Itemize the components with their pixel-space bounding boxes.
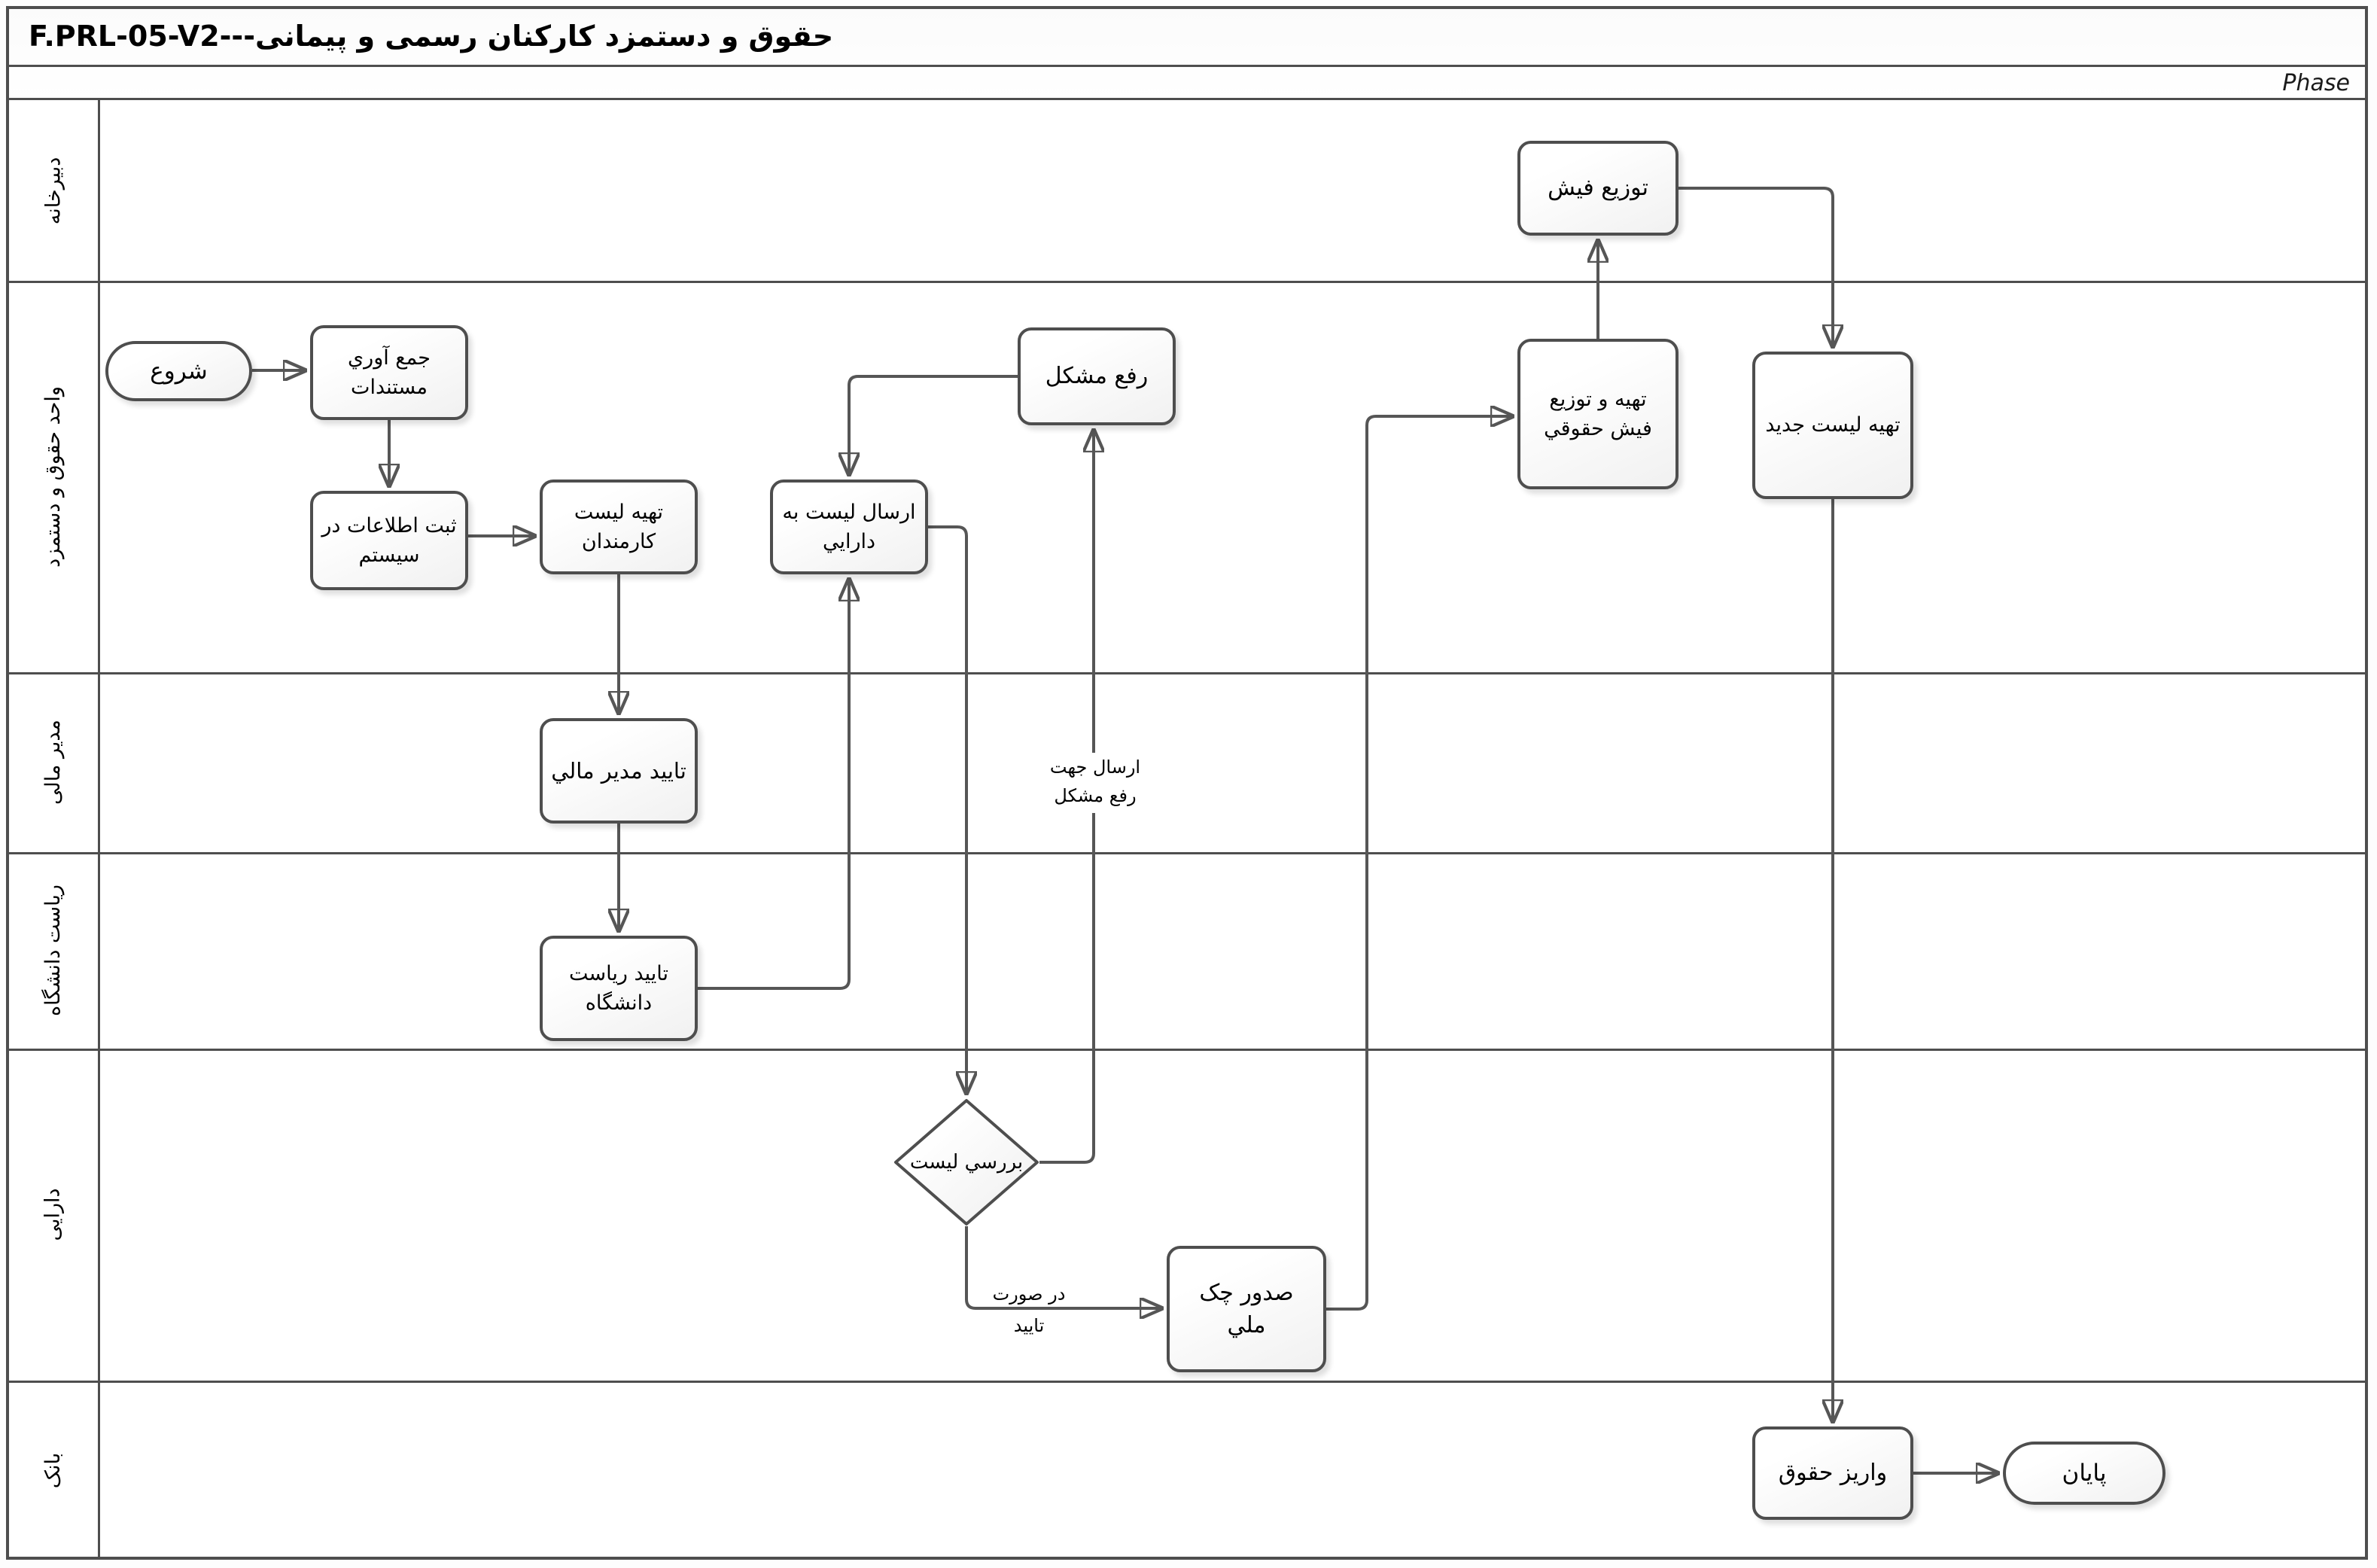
lane-separator-1 [6,281,2368,283]
node-deposit-salary: واريز حقوق [1752,1426,1913,1520]
lane-separator-4 [6,1049,2368,1051]
node-collect-documents: جمع آوري مستندات [310,325,468,420]
diamond-label: بررسي ليست [909,1151,1024,1174]
phase-separator [6,98,2368,100]
node-finance-manager-approval: تاييد مدير مالي [540,718,698,824]
node-university-presidency-approval: تاييد رياست دانشگاه [540,936,698,1041]
node-fix-problem: رفع مشکل [1018,327,1176,425]
node-distribute-payslip: توزيع فيش [1517,141,1679,236]
page-title: حقوق و دستمزد کارکنان رسمی و پیمانی---F.… [29,20,834,53]
node-prepare-distribute-payslip: تهيه و توزيع فيش حقوقي [1517,339,1679,489]
diamond-shape [894,1099,1039,1225]
connector-issue-check-to-prepare-payslip [1326,416,1513,1311]
node-start: شروع [105,341,252,401]
title-separator [6,65,2368,67]
connector-presidency-to-send-list [698,579,849,990]
node-end: پايان [2003,1442,2165,1505]
edge-label-send-to-fix: ارسال جهت رفع مشکل [1047,753,1143,813]
node-review-list-decision: بررسي ليست [893,1098,1039,1226]
node-issue-national-check: صدور چک ملي [1167,1246,1326,1372]
lane-separator-2 [6,672,2368,674]
lane-separator-3 [6,852,2368,854]
connector-distribute-to-new-list [1679,187,1833,347]
lane-separator-5 [6,1381,2368,1383]
phase-band-label: Phase [2282,70,2350,96]
node-prepare-new-list: تهيه ليست جديد [1752,352,1913,499]
node-record-in-system: ثبت اطلاعات در سيستم [310,491,468,590]
connector-review-to-fix-problem [1039,430,1094,1164]
node-send-list-to-treasury: ارسال ليست به دارايي [770,480,928,574]
connector-fix-problem-to-send-list [849,375,1018,475]
node-prepare-employee-list: تهيه ليست کارمندان [540,480,698,574]
lane-label-column-divider [98,98,100,1560]
edge-label-if-approved: در صورت تاييد [992,1283,1066,1336]
connector-send-list-to-review [928,525,966,1094]
connector-review-to-issue-check [965,1226,1162,1308]
